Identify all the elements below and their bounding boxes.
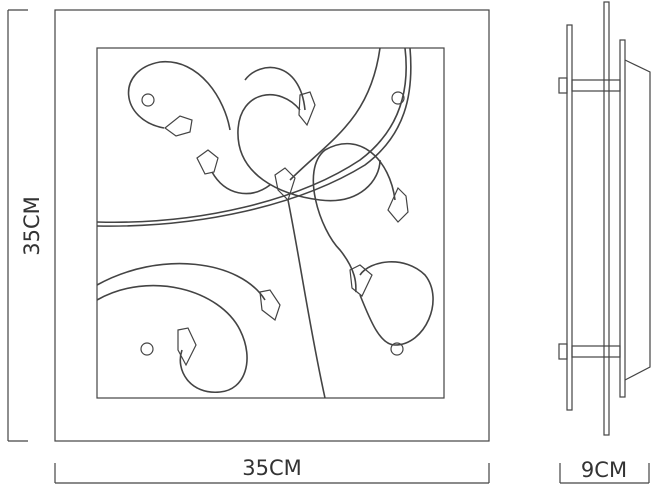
width-dimension <box>54 463 490 484</box>
mounting-screws <box>140 91 405 356</box>
side-view <box>558 1 651 436</box>
width-label: 35CM <box>242 456 302 480</box>
height-dimension <box>7 9 28 442</box>
crystal-drops <box>164 91 409 367</box>
outer-frame <box>54 9 490 442</box>
inner-panel <box>96 47 445 399</box>
height-label: 35CM <box>20 196 44 256</box>
depth-label: 9CM <box>581 458 627 482</box>
depth-dimension <box>559 463 650 484</box>
decorative-curves <box>96 47 434 399</box>
